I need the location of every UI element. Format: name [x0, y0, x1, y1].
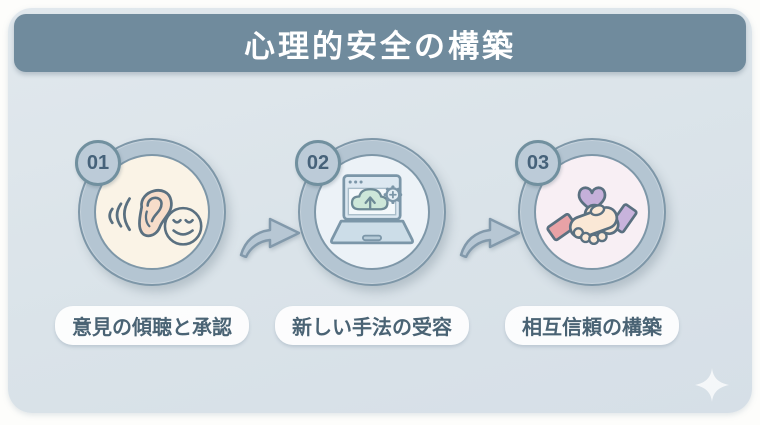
step-1-number: 01 — [86, 151, 110, 174]
step-2-number-badge: 02 — [295, 140, 341, 186]
step-1-label: 意見の傾聴と承認 — [55, 306, 249, 345]
step-2-ring: 02 — [295, 138, 446, 286]
sparkle-icon — [694, 367, 730, 403]
step-1-ring: 01 — [75, 138, 226, 286]
step-1-inner-circle — [94, 154, 210, 270]
step-3-label: 相互信頼の構築 — [505, 306, 679, 345]
handshake-heart-icon — [542, 169, 642, 255]
arrow-step2-to-step3-icon — [456, 198, 526, 258]
step-3-number: 03 — [526, 151, 550, 174]
arrow-step1-to-step2-icon — [236, 198, 306, 258]
step-2: 02 — [262, 138, 482, 345]
ear-listening-icon — [100, 171, 204, 253]
step-1-number-badge: 01 — [75, 140, 121, 186]
infographic-card: 心理的安全の構築 01 — [8, 8, 752, 413]
step-3-number-badge: 03 — [515, 140, 561, 186]
step-2-number: 02 — [306, 151, 330, 174]
step-2-label: 新しい手法の受容 — [275, 306, 469, 345]
title-banner: 心理的安全の構築 — [14, 14, 746, 72]
step-2-inner-circle — [314, 154, 430, 270]
page-title: 心理的安全の構築 — [244, 28, 516, 64]
laptop-cloud-upload-icon — [322, 170, 422, 254]
step-3: 03 — [482, 138, 702, 345]
steps-row: 01 — [42, 138, 702, 345]
step-3-ring: 03 — [515, 138, 666, 286]
step-1: 01 — [42, 138, 262, 345]
